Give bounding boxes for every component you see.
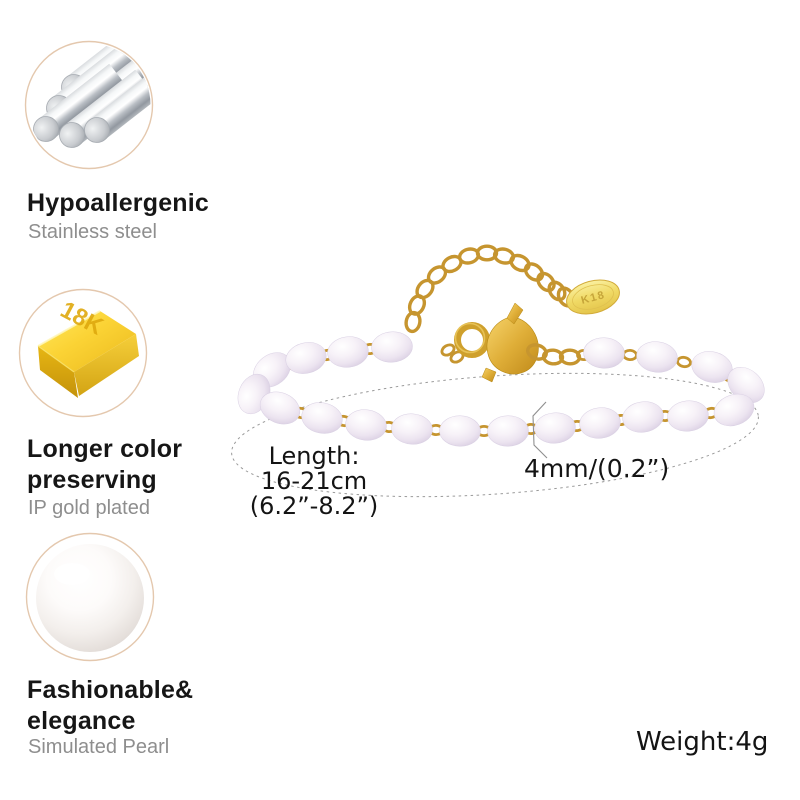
length-label-line: Length: bbox=[268, 442, 360, 470]
feature-title-line: Fashionable& bbox=[27, 676, 194, 704]
pearl-graphic bbox=[36, 544, 144, 652]
pearl-bead bbox=[577, 405, 623, 441]
feature-title-gold: Longer color preserving bbox=[27, 434, 182, 496]
length-label: Length: 16-21cm (6.2”-8.2”) bbox=[238, 444, 390, 519]
feature-subtitle-pearl: Simulated Pearl bbox=[28, 736, 170, 758]
feature-subtitle-stainless: Stainless steel bbox=[28, 221, 157, 243]
pearl-bead bbox=[390, 412, 434, 446]
feature-subtitle-gold: IP gold plated bbox=[28, 497, 150, 519]
pearl-bead bbox=[325, 334, 371, 370]
feature-title-line: preserving bbox=[27, 466, 157, 494]
bead-size-label: 4mm/(0.2”) bbox=[524, 454, 670, 483]
length-label-line: 16-21cm bbox=[260, 467, 368, 495]
length-label-line: (6.2”-8.2”) bbox=[249, 492, 379, 520]
size-measure-bracket bbox=[532, 401, 548, 459]
pearl-bead bbox=[533, 411, 577, 445]
pearl-bead bbox=[665, 398, 711, 434]
pearl-icon bbox=[25, 532, 155, 662]
pearl-bead bbox=[343, 407, 389, 443]
k18-tag: K18 bbox=[566, 279, 620, 315]
pearl-bead bbox=[486, 415, 530, 447]
pearl-bead bbox=[438, 415, 482, 447]
weight-label: Weight:4g bbox=[636, 727, 769, 757]
pearl-bead bbox=[582, 336, 626, 370]
pearl-bead bbox=[634, 339, 680, 375]
bracelet-image: K18 bbox=[231, 244, 772, 498]
feature-title-line: elegance bbox=[27, 707, 136, 735]
feature-title-line: Hypoallergenic bbox=[27, 189, 210, 217]
extension-chain bbox=[402, 244, 579, 335]
lobster-clasp bbox=[438, 302, 592, 383]
steel-rods-icon bbox=[24, 40, 154, 170]
feature-title-pearl: Fashionable& elegance bbox=[27, 675, 193, 737]
feature-title-line: Longer color bbox=[27, 435, 183, 463]
feature-title-hypoallergenic: Hypoallergenic bbox=[27, 188, 209, 219]
length-guide-ellipse bbox=[231, 372, 759, 498]
pearl-bead bbox=[620, 398, 666, 436]
pearl-bead bbox=[298, 398, 346, 438]
gold-bar-icon: 18K bbox=[18, 288, 148, 418]
pearl-bead bbox=[370, 330, 414, 364]
